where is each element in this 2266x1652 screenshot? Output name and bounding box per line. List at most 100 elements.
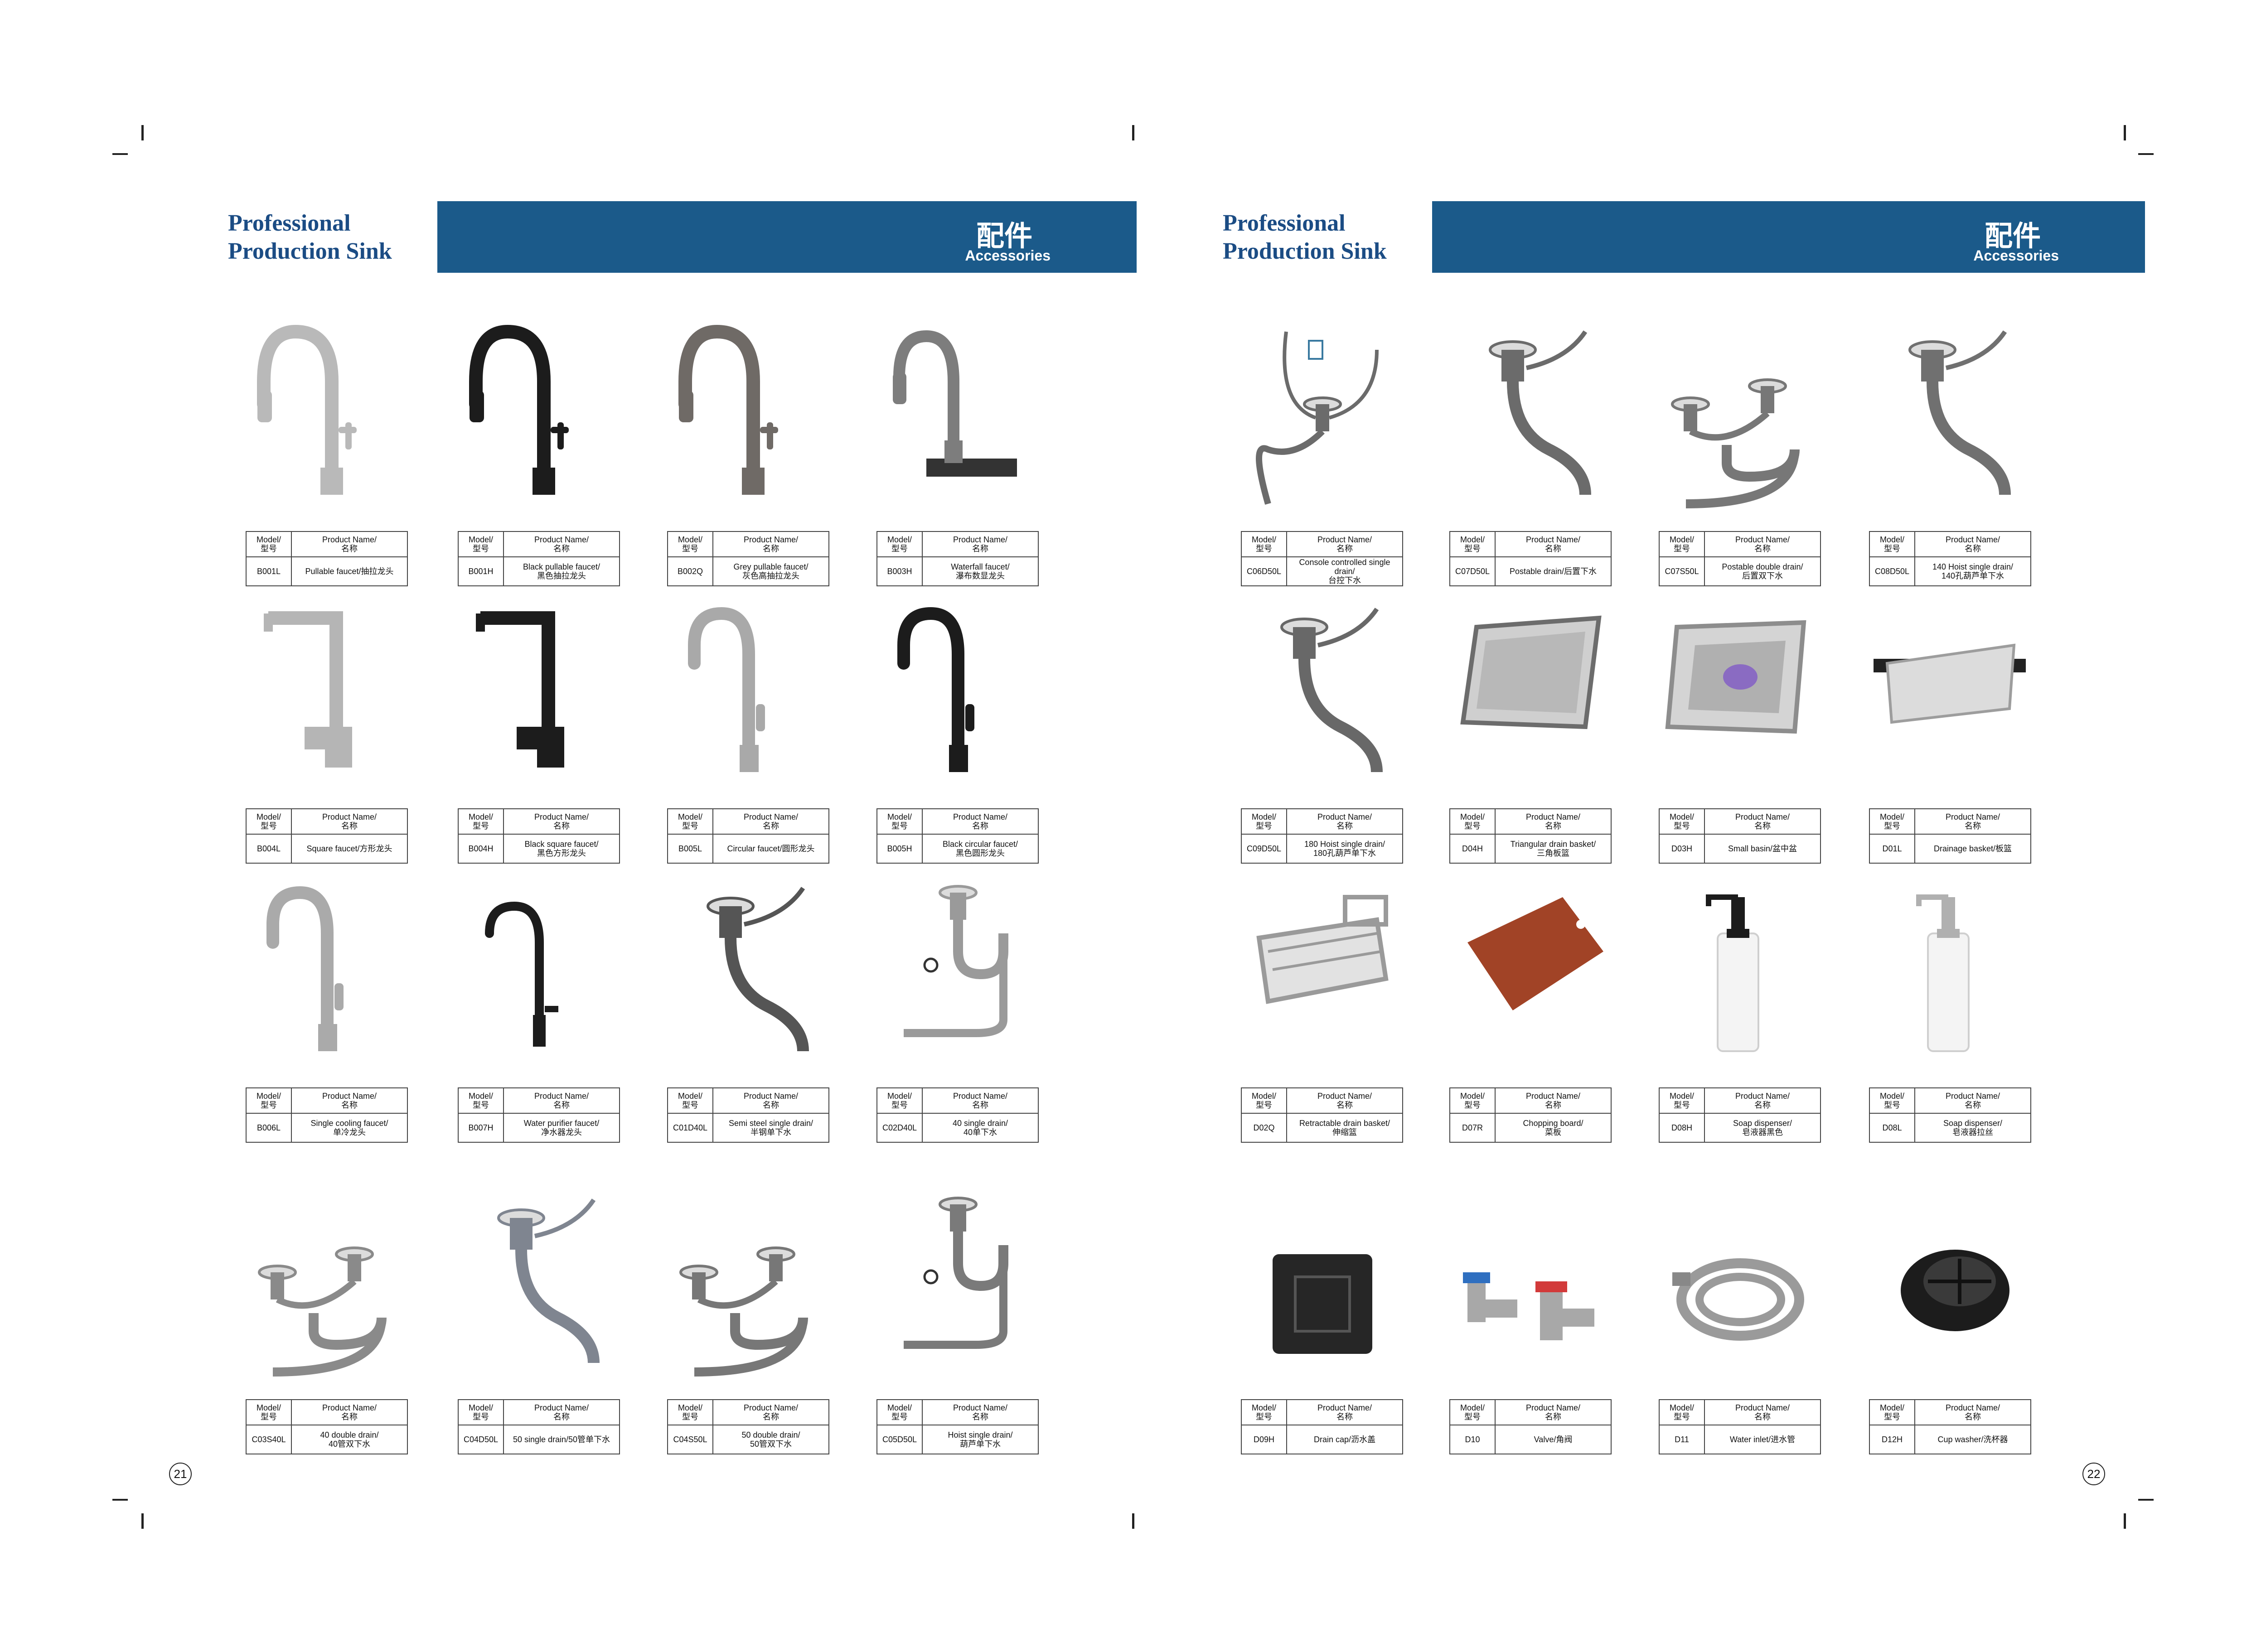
model-header: Model/型号: [1870, 532, 1915, 557]
model-value: D09H: [1242, 1425, 1287, 1454]
model-value: C01D40L: [668, 1114, 713, 1142]
name-header: Product Name/名称: [1287, 1088, 1402, 1114]
model-value: D11: [1660, 1425, 1705, 1454]
name-header: Product Name/名称: [1705, 532, 1820, 557]
model-header: Model/型号: [877, 532, 923, 557]
faucet-pull-icon: [458, 314, 619, 513]
product-name-value: Retractable drain basket/伸缩篮: [1299, 1119, 1390, 1137]
name-header: Product Name/名称: [1915, 532, 2030, 557]
drain-single-icon: [1449, 314, 1611, 513]
crop-mark: [2124, 125, 2126, 140]
name-header: Product Name/名称: [504, 1088, 619, 1114]
model-value: B005L: [668, 835, 713, 863]
model-header: Model/型号: [1242, 809, 1287, 835]
name-header: Product Name/名称: [713, 809, 828, 835]
model-value: B006L: [247, 1114, 292, 1142]
model-value: B003H: [877, 557, 923, 585]
product-name-value: Drainage basket/板篮: [1933, 844, 2012, 853]
product-name-value: 40 double drain/40管双下水: [320, 1430, 379, 1449]
name-header: Product Name/名称: [1705, 1088, 1820, 1114]
model-value: B001H: [459, 557, 504, 585]
name-header: Product Name/名称: [1915, 1088, 2030, 1114]
banner-chinese-title: 配件: [1984, 219, 2041, 252]
model-header: Model/型号: [1870, 1088, 1915, 1114]
product-name-value: Hoist single drain/葫芦单下水: [948, 1430, 1013, 1449]
name-header: Product Name/名称: [713, 532, 828, 557]
product-name-value: 50 single drain/50管单下水: [513, 1435, 610, 1444]
faucet-purifier-icon: [458, 870, 619, 1069]
drain-cap-icon: [1241, 1182, 1402, 1381]
product-name-value: Cup washer/洗杯器: [1937, 1435, 2008, 1444]
product-name-value: Circular faucet/圆形龙头: [727, 844, 815, 853]
drain-double-icon: [667, 1182, 828, 1381]
model-value: B004L: [247, 835, 292, 863]
faucet-round-icon: [246, 870, 407, 1069]
model-header: Model/型号: [668, 1400, 713, 1425]
name-header: Product Name/名称: [1496, 1400, 1611, 1425]
name-header: Product Name/名称: [292, 1088, 407, 1114]
model-header: Model/型号: [1660, 809, 1705, 835]
model-header: Model/型号: [1450, 1088, 1496, 1114]
model-value: D02Q: [1242, 1114, 1287, 1142]
model-header: Model/型号: [877, 809, 923, 835]
drain-console-icon: [1241, 314, 1402, 513]
model-value: C02D40L: [877, 1114, 923, 1142]
model-header: Model/型号: [1660, 1400, 1705, 1425]
crop-mark: [112, 153, 128, 155]
model-value: C04D50L: [459, 1425, 504, 1454]
name-header: Product Name/名称: [1496, 809, 1611, 835]
model-value: C03S40L: [247, 1425, 292, 1454]
product-name-value: Water purifier faucet/净水器龙头: [523, 1119, 600, 1137]
model-value: C06D50L: [1242, 557, 1287, 585]
model-header: Model/型号: [1870, 809, 1915, 835]
product-name-value: Semi steel single drain/半钢单下水: [728, 1119, 813, 1137]
name-header: Product Name/名称: [1496, 1088, 1611, 1114]
name-header: Product Name/名称: [923, 809, 1038, 835]
product-name-value: Black square faucet/黑色方形龙头: [524, 840, 599, 858]
model-header: Model/型号: [459, 1400, 504, 1425]
accessories-banner-left: 配件 Accessories: [437, 201, 1137, 273]
model-value: D08L: [1870, 1114, 1915, 1142]
name-header: Product Name/名称: [504, 532, 619, 557]
valve-icon: [1449, 1182, 1611, 1381]
banner-english-title: Accessories: [965, 247, 1051, 264]
name-header: Product Name/名称: [713, 1400, 828, 1425]
model-header: Model/型号: [1242, 1088, 1287, 1114]
faucet-waterfall-icon: [876, 314, 1038, 513]
product-name-value: Waterfall faucet/瀑布数显龙头: [951, 562, 1010, 580]
name-header: Product Name/名称: [1705, 809, 1820, 835]
model-value: D12H: [1870, 1425, 1915, 1454]
product-name-value: Square faucet/方形龙头: [306, 844, 392, 853]
banner-chinese-title: 配件: [976, 219, 1032, 252]
model-value: C08D50L: [1870, 557, 1915, 585]
name-header: Product Name/名称: [1496, 532, 1611, 557]
faucet-pull-icon: [246, 314, 407, 513]
name-header: Product Name/名称: [504, 809, 619, 835]
model-header: Model/型号: [1660, 532, 1705, 557]
model-header: Model/型号: [877, 1088, 923, 1114]
drain-single-icon: [1241, 591, 1402, 790]
drainage-basket-icon: [1869, 591, 2030, 790]
soap-dispenser-icon: [1659, 870, 1820, 1069]
product-name-value: 40 single drain/40单下水: [952, 1119, 1008, 1137]
crop-mark: [112, 1499, 128, 1501]
